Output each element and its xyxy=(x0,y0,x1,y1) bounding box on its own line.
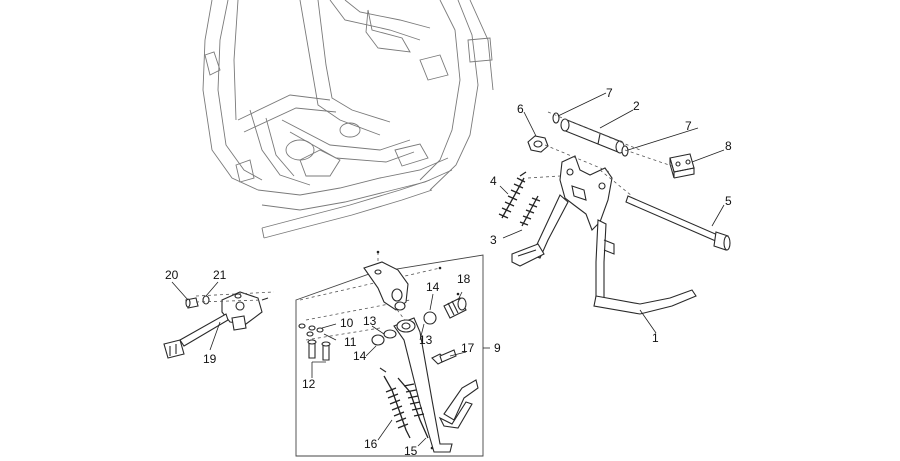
scooter-frame xyxy=(202,0,494,239)
part-13-ring-b xyxy=(371,334,385,346)
callout-19: 19 xyxy=(203,352,217,366)
callout-2: 2 xyxy=(633,99,640,113)
callout-14b: 14 xyxy=(353,349,367,363)
callout-7a: 7 xyxy=(606,86,613,100)
part-14-ring-top xyxy=(423,311,437,325)
callout-4: 4 xyxy=(490,174,497,188)
part-4-spring xyxy=(498,171,527,219)
callout-1: 1 xyxy=(652,331,659,345)
callout-11: 11 xyxy=(344,335,357,349)
callout-12: 12 xyxy=(302,377,316,391)
callout-13b: 13 xyxy=(419,333,433,347)
part-15-side-stand-leg xyxy=(393,317,479,453)
part-1-center-stand xyxy=(511,155,697,315)
part-13-ring-a xyxy=(383,329,397,339)
callout-18: 18 xyxy=(457,272,471,286)
callout-10: 10 xyxy=(340,316,354,330)
callout-6: 6 xyxy=(517,102,524,116)
callout-17: 17 xyxy=(461,341,475,355)
part-14-spring xyxy=(397,377,429,439)
part-18-bushing xyxy=(443,297,467,319)
part-12-bolts xyxy=(307,339,331,361)
side-stand-bracket xyxy=(363,261,409,311)
callout-8: 8 xyxy=(725,139,732,153)
side-stand-box xyxy=(295,254,490,457)
callout-21: 21 xyxy=(213,268,227,282)
part-19-switch-sensor xyxy=(163,291,269,359)
part-10-11-washers xyxy=(298,323,324,337)
callout-13a: 13 xyxy=(363,314,377,328)
part-7-ring-a xyxy=(552,112,560,124)
assembly-lines-right xyxy=(527,111,673,197)
part-3-spring xyxy=(519,195,541,227)
part-5-long-bolt xyxy=(625,195,731,251)
assembly-lines-sensor xyxy=(195,291,275,303)
part-8-bracket-block xyxy=(669,153,695,179)
callout-16: 16 xyxy=(364,437,378,451)
part-2-pivot-pin xyxy=(560,118,625,154)
callout-20: 20 xyxy=(165,268,179,282)
callout-7b: 7 xyxy=(685,119,692,133)
callout-5: 5 xyxy=(725,194,732,208)
part-17-bolt xyxy=(431,349,457,365)
callout-9: 9 xyxy=(494,341,501,355)
callout-14a: 14 xyxy=(426,280,440,294)
part-7-ring-b xyxy=(621,145,629,157)
callout-15: 15 xyxy=(404,444,418,458)
part-6-nut xyxy=(527,135,549,153)
leader-lines xyxy=(171,92,725,447)
part-21-washer xyxy=(202,295,210,305)
part-16-spring xyxy=(379,367,411,439)
callout-3: 3 xyxy=(490,233,497,247)
part-20-screw xyxy=(185,297,199,309)
